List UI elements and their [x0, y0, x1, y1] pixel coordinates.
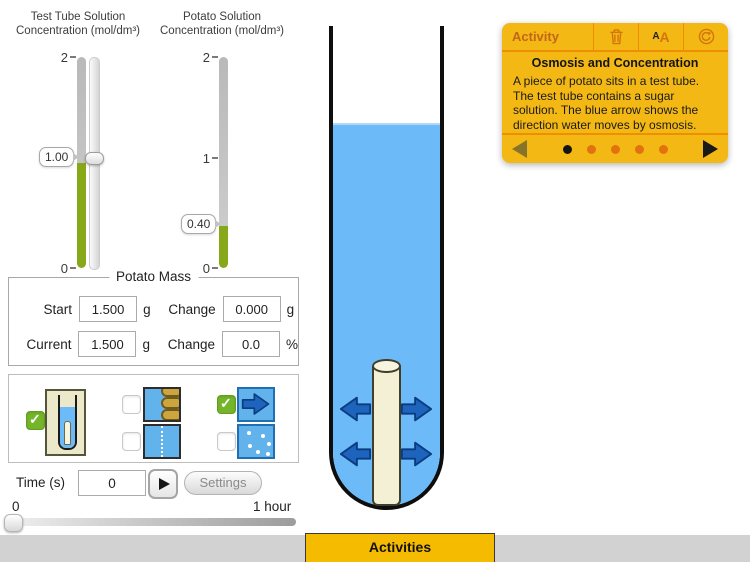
particles-view-icon — [237, 424, 275, 459]
delete-activity-button[interactable] — [593, 23, 638, 50]
tick-dash — [70, 56, 76, 58]
test-tube-slider-fill — [77, 162, 86, 268]
tick-dash — [70, 267, 76, 269]
tick-dash — [212, 56, 218, 58]
next-activity-arrow-icon[interactable] — [703, 140, 718, 158]
time-slider-thumb[interactable] — [4, 514, 23, 532]
tick-2: 2 — [202, 50, 210, 65]
change-mass-unit: g — [286, 301, 295, 317]
start-mass-label: Start — [43, 301, 73, 317]
change-mass-label: Change — [168, 301, 216, 317]
time-label: Time (s) — [16, 475, 65, 490]
tick-1: 1 — [202, 151, 210, 166]
activity-title: Osmosis and Concentration — [531, 56, 699, 70]
start-mass-field[interactable] — [79, 296, 138, 322]
play-button[interactable] — [148, 469, 178, 499]
membrane-view-icon — [143, 424, 181, 459]
potato-top-ellipse — [372, 359, 401, 373]
change-percent-unit: % — [285, 336, 298, 352]
tick-dash — [212, 267, 218, 269]
reset-icon — [698, 28, 714, 45]
current-mass-field — [78, 331, 137, 357]
current-mass-label: Current — [26, 336, 72, 352]
potato-mass-panel: Potato Mass Start g Change g Current g C… — [8, 269, 299, 366]
potato-slider-fill — [219, 225, 228, 268]
play-icon — [159, 478, 170, 490]
pager-dot-3[interactable] — [610, 144, 620, 154]
pager-dot-1[interactable] — [562, 144, 572, 154]
activity-description: A piece of potato sits in a test tube. T… — [513, 74, 700, 132]
tick-2: 2 — [60, 50, 68, 65]
activities-button[interactable]: Activities — [305, 533, 495, 562]
tick-0: 0 — [202, 261, 210, 276]
flow-arrows-checkbox[interactable] — [217, 395, 236, 414]
test-tube — [329, 26, 444, 510]
view-options-panel — [8, 374, 299, 463]
test-tube-slider-thumb[interactable] — [85, 152, 104, 165]
tube-view-checkbox[interactable] — [26, 411, 45, 430]
osmosis-arrow-right-top — [400, 396, 433, 422]
osmosis-arrow-left-top — [339, 396, 372, 422]
time-slider-min-label: 0 — [12, 499, 20, 514]
particles-view-checkbox[interactable] — [217, 432, 236, 451]
cells-view-icon — [143, 387, 181, 422]
test-tube-slider-track[interactable] — [77, 57, 86, 268]
change-mass-field — [222, 296, 281, 322]
start-mass-unit: g — [143, 301, 151, 317]
osmosis-arrow-left-bottom — [339, 441, 372, 467]
tick-dash — [212, 157, 218, 159]
tube-view-icon — [45, 389, 86, 456]
flow-arrows-icon — [237, 387, 275, 422]
change-percent-field — [221, 331, 280, 357]
potato-slider-title: Potato Solution Concentration (mol/dm³) — [160, 11, 284, 37]
osmosis-arrow-right-bottom — [400, 441, 433, 467]
activity-pager — [502, 133, 728, 163]
current-mass-unit: g — [142, 336, 150, 352]
trash-icon — [609, 29, 623, 45]
cells-view-checkbox[interactable] — [122, 395, 141, 414]
tick-0: 0 — [60, 261, 68, 276]
time-input[interactable] — [78, 470, 146, 496]
potato-mass-legend: Potato Mass — [108, 269, 199, 284]
time-slider-track[interactable] — [8, 518, 296, 526]
pager-dot-4[interactable] — [634, 144, 644, 154]
potato-value-bubble: 0.40 — [181, 214, 222, 234]
time-slider-max-label: 1 hour — [253, 499, 292, 514]
settings-button[interactable]: Settings — [184, 471, 262, 495]
potato-piece — [372, 359, 401, 506]
activity-header-label: Activity — [512, 29, 559, 44]
change-percent-label: Change — [167, 336, 215, 352]
pager-dot-5[interactable] — [658, 144, 668, 154]
previous-activity-arrow-icon[interactable] — [512, 140, 527, 158]
membrane-view-checkbox[interactable] — [122, 432, 141, 451]
test-tube-slider-title: Test Tube Solution Concentration (mol/dm… — [16, 11, 140, 37]
test-tube-value-bubble: 1.00 — [39, 147, 80, 167]
reset-activity-button[interactable] — [683, 23, 728, 50]
font-size-icon: A — [652, 31, 660, 42]
pager-dot-2[interactable] — [586, 144, 596, 154]
potato-slider-track[interactable] — [219, 57, 228, 268]
pager-dots[interactable] — [562, 144, 668, 154]
